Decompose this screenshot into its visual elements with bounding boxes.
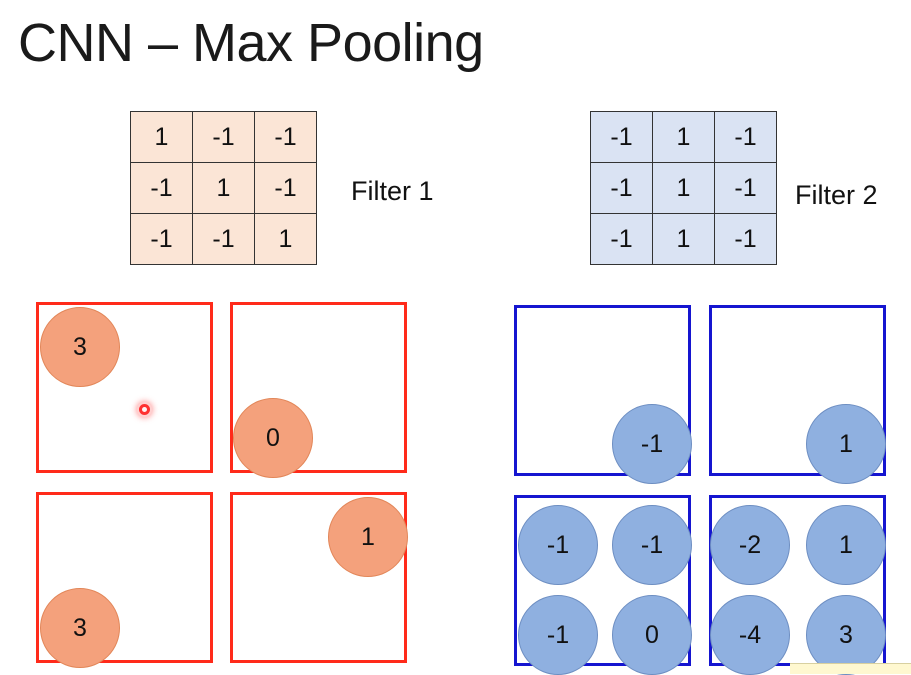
filter-2-label: Filter 2 [795,180,878,210]
filter-2-matrix: -1 1 -1 -1 1 -1 -1 1 -1 [590,111,777,265]
filter-1-max-value: 3 [40,307,120,387]
filter-1-cell: 1 [192,162,255,214]
filter-2-value: -1 [612,505,692,585]
corner-overlay [790,663,911,674]
filter-1-cell: -1 [254,162,317,214]
filter-1-pool-region-bottom-left [36,492,213,663]
filter-1-cell: 1 [130,111,193,163]
filter-2-value: 3 [806,595,886,675]
page-title: CNN – Max Pooling [18,13,484,73]
filter-2-cell: 1 [652,213,715,265]
filter-2-value: 1 [806,505,886,585]
filter-2-cell: -1 [590,213,653,265]
filter-2-value: -1 [518,595,598,675]
filter-1-cell: -1 [192,111,255,163]
filter-2-value: 0 [612,595,692,675]
filter-2-pool-region-top-right [709,305,886,476]
filter-2-cell: -1 [714,162,777,214]
filter-1-max-value: 0 [233,398,313,478]
filter-2-cell: -1 [714,111,777,163]
filter-1-pool-region-top-left [36,302,213,473]
filter-2-cell: 1 [652,111,715,163]
laser-pointer-icon [139,404,150,415]
filter-1-max-value: 1 [328,497,408,577]
filter-2-value: 1 [806,404,886,484]
filter-2-value: -1 [518,505,598,585]
filter-1-max-value: 3 [40,588,120,668]
filter-2-cell: -1 [590,162,653,214]
filter-2-cell: -1 [590,111,653,163]
filter-1-pool-region-bottom-right [230,492,407,663]
filter-1-cell: -1 [254,111,317,163]
filter-2-cell: 1 [652,162,715,214]
filter-2-value: -2 [710,505,790,585]
filter-1-label: Filter 1 [351,176,434,206]
filter-2-pool-region-bottom-left [514,495,691,666]
filter-2-pool-region-top-left [514,305,691,476]
filter-1-cell: -1 [130,162,193,214]
filter-2-value: -4 [710,595,790,675]
filter-2-cell: -1 [714,213,777,265]
filter-1-pool-region-top-right [230,302,407,473]
filter-1-cell: -1 [130,213,193,265]
filter-2-value: -1 [612,404,692,484]
filter-1-cell: -1 [192,213,255,265]
filter-1-cell: 1 [254,213,317,265]
filter-1-matrix: 1 -1 -1 -1 1 -1 -1 -1 1 [130,111,317,265]
